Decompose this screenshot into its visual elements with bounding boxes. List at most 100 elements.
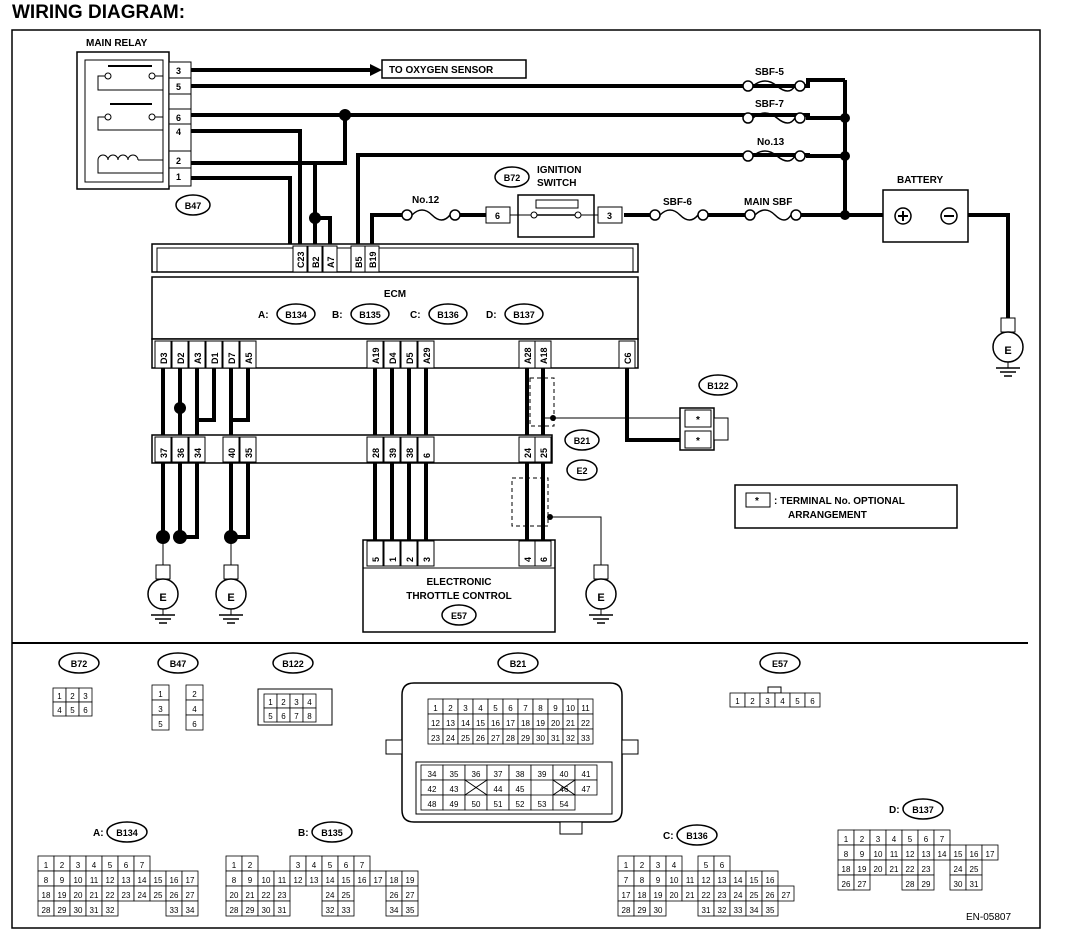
b21-pin: 28 — [371, 448, 381, 458]
connector-view-tag: B135 — [321, 828, 343, 838]
b21-view-pin: 10 — [566, 704, 575, 713]
b137-pin: 22 — [906, 865, 915, 874]
legend-line-2: ARRANGEMENT — [788, 510, 867, 521]
b21-view-pin-cell — [552, 794, 576, 811]
b136-pin: 6 — [720, 861, 725, 870]
b134-pin: 1 — [44, 861, 49, 870]
wires-thin — [162, 318, 1009, 565]
b21-view-pin: 39 — [538, 770, 547, 779]
b134-pin: 14 — [138, 876, 147, 885]
ignition-label-1: IGNITION — [537, 165, 581, 176]
b137-pin: 20 — [874, 865, 883, 874]
fuses — [401, 80, 806, 221]
junction-dots — [156, 109, 850, 544]
b21-view-pin: 30 — [536, 734, 545, 743]
ecm-connector-prefix: A: — [258, 310, 269, 321]
b21-view-pin: 5 — [493, 704, 498, 713]
b135-pin: 13 — [310, 876, 319, 885]
b134-pin: 2 — [60, 861, 65, 870]
b21-pin: 25 — [539, 448, 549, 458]
b135-pin: 19 — [406, 876, 415, 885]
b21-view-pin: 11 — [581, 704, 590, 713]
ecm-bottom-pin: D3 — [159, 352, 169, 364]
b136-pin: 14 — [734, 876, 743, 885]
b137-pin: 26 — [842, 880, 851, 889]
b134-pin: 16 — [170, 876, 179, 885]
b137-pin: 24 — [954, 865, 963, 874]
ecm-bottom-pin-cell — [618, 340, 636, 369]
footer-code: EN-05807 — [966, 912, 1011, 923]
b135-pin: 4 — [312, 861, 317, 870]
e57-pin: 2 — [750, 697, 755, 706]
ecm-bottom-pin: A5 — [244, 352, 254, 364]
ecm-top-pin-cell — [364, 245, 380, 273]
ground-tab — [223, 564, 239, 580]
b21-pin: 24 — [523, 448, 533, 458]
b137-pin: 30 — [954, 880, 963, 889]
b137-pin: 6 — [924, 835, 929, 844]
connector-view-oval — [272, 652, 314, 674]
b135-pin: 22 — [262, 891, 271, 900]
b122-view-pin: 7 — [294, 712, 299, 721]
b21-view-pin: 20 — [551, 719, 560, 728]
ecm-bottom-pin-cell — [366, 340, 384, 369]
b134-pin: 23 — [122, 891, 131, 900]
throttle-pin-cell — [400, 540, 418, 567]
connector-view-oval — [759, 652, 801, 674]
b135-pin: 26 — [390, 891, 399, 900]
b21-view-pin: 35 — [450, 770, 459, 779]
ecm-bottom-pin-cell — [188, 340, 206, 369]
b135-pin: 34 — [390, 906, 399, 915]
ecm-bottom-pin-cell — [154, 340, 172, 369]
b135-pin: 9 — [248, 876, 253, 885]
ecm-connector-oval — [350, 303, 390, 325]
b134-pin: 15 — [154, 876, 163, 885]
ecm-bottom-pin: A18 — [539, 347, 549, 364]
b137-pin: 14 — [938, 850, 947, 859]
b134-pin: 32 — [106, 906, 115, 915]
fuse-label: MAIN SBF — [744, 197, 792, 208]
b134-pin: 5 — [108, 861, 113, 870]
b21-view-pin: 22 — [581, 719, 590, 728]
b122-view-pin: 2 — [281, 698, 286, 707]
ground-label: E — [159, 592, 166, 604]
ecm-bottom-pin: D1 — [210, 352, 220, 364]
b137-pin-cell — [981, 844, 999, 861]
b137-pin: 9 — [860, 850, 865, 859]
b21-view-pin: 47 — [582, 785, 591, 794]
connector-view-tag: B137 — [912, 805, 934, 815]
relay-pin: 1 — [176, 172, 181, 182]
throttle-pin: 3 — [422, 557, 432, 562]
b134-pin: 25 — [154, 891, 163, 900]
diagram-frame — [11, 29, 1041, 929]
ignition-pin: 3 — [607, 211, 612, 221]
ecm-bottom-pin-cell — [205, 340, 223, 369]
b21-view-pin: 23 — [431, 734, 440, 743]
b135-pin: 27 — [406, 891, 415, 900]
b21-tag: B21 — [574, 436, 591, 446]
b136-pin: 29 — [638, 906, 647, 915]
b136-pin: 11 — [686, 876, 695, 885]
legend: * : TERMINAL No. OPTIONAL ARRANGEMENT — [734, 484, 958, 529]
b47-pin-cell — [185, 714, 204, 731]
b135-pin: 18 — [390, 876, 399, 885]
b21-view-pin: 38 — [516, 770, 525, 779]
b135-pin: 24 — [326, 891, 335, 900]
b134-pin: 34 — [186, 906, 195, 915]
b21-view-pin: 17 — [506, 719, 515, 728]
b21-view-pin: 2 — [448, 704, 453, 713]
b21-pin: 35 — [244, 448, 254, 458]
b21-pin-cell — [400, 436, 418, 463]
ecm-top-pin: B5 — [354, 256, 364, 268]
e57-pin-cell — [804, 692, 821, 708]
b122-view-pin-cell — [302, 707, 317, 723]
b137-pin-cell — [917, 874, 935, 891]
b47-pin: 2 — [192, 690, 197, 699]
connector-view-tag: B21 — [510, 659, 527, 669]
b21-pin-cell — [188, 436, 206, 463]
b21-pin-cell — [417, 436, 435, 463]
b135-pin: 21 — [246, 891, 255, 900]
b21-pin-cell — [154, 436, 172, 463]
